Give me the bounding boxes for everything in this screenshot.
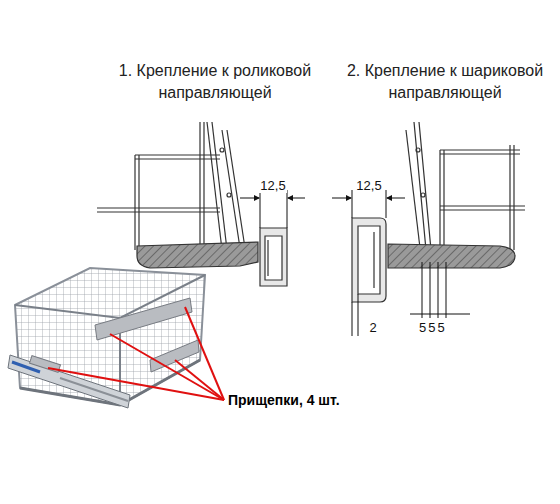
roller-mount-drawing: [97, 122, 245, 250]
dimension-value: 5: [436, 320, 445, 335]
section-title: 1. Крепление к роликовой направляющей: [100, 60, 330, 104]
basket-photo: [8, 268, 205, 408]
section-title: 2. Крепление к шариковой направляющей: [335, 60, 555, 104]
dimension-value: 12,5: [259, 178, 286, 193]
clip-section: [137, 242, 258, 268]
leader-lines: [48, 307, 224, 400]
dimension-lines-right: [332, 190, 470, 336]
ball-mount-drawing: [406, 122, 525, 250]
dimension-value: 5: [418, 320, 427, 335]
dimension-lines-left: [240, 190, 305, 228]
ball-rail-profile: [352, 218, 386, 302]
callout-label: Прищепки, 4 шт.: [226, 392, 342, 409]
dimension-value: 12,5: [355, 178, 382, 193]
clip-section: [388, 244, 515, 268]
roller-rail-profile: [260, 228, 287, 286]
dimension-value: 2: [368, 320, 377, 335]
dimension-value: 5: [427, 320, 436, 335]
